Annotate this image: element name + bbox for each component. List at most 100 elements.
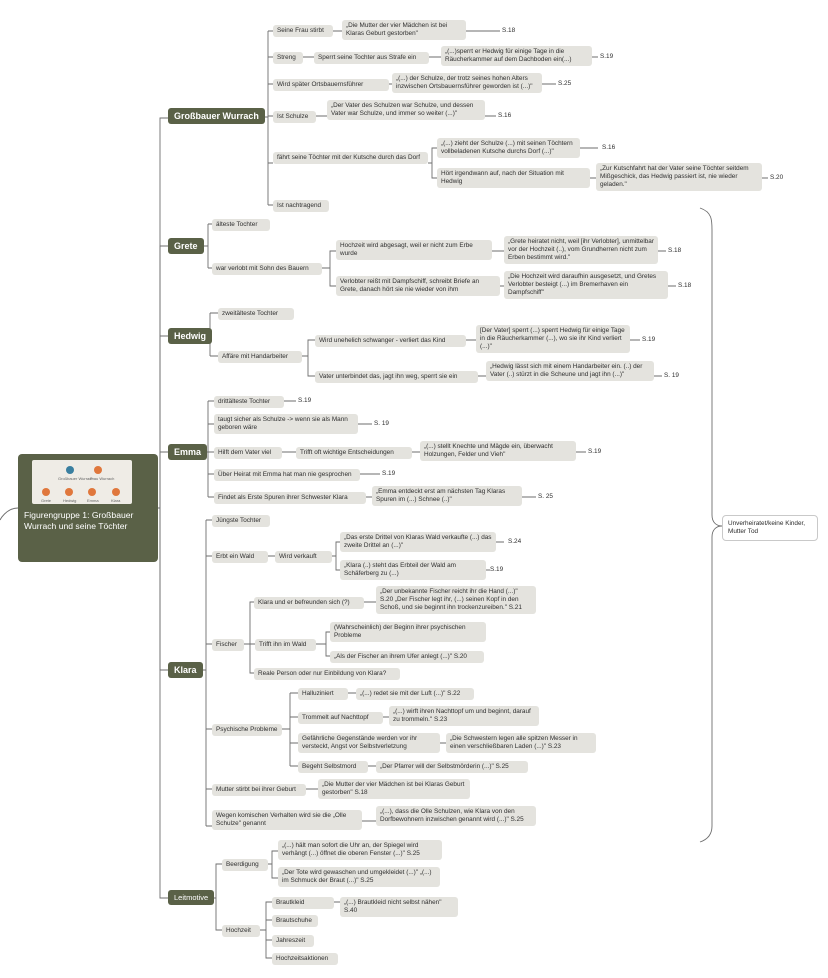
root-node[interactable]: Großbauer Wurrach Frau Wurrach Grete Hed… — [18, 454, 158, 562]
wurrach-nachtragend[interactable]: Ist nachtragend — [273, 200, 329, 212]
wurrach-kutsche-stop-quote[interactable]: „Zur Kutschfahrt hat der Vater seine Töc… — [596, 163, 762, 191]
hedwig-vater-quote[interactable]: „Hedwig lässt sich mit einem Handarbeite… — [486, 361, 654, 381]
wurrach-kutsche-stop[interactable]: Hört irgendwann auf, nach der Situation … — [437, 168, 590, 188]
hedwig-schwanger-quote[interactable]: [Der Vater] sperrt (...) sperrt Hedwig f… — [476, 325, 630, 353]
klara-selbstmord[interactable]: Begeht Selbstmord — [298, 761, 368, 773]
branch-hedwig[interactable]: Hedwig — [168, 328, 213, 344]
branch-grete[interactable]: Grete — [168, 238, 204, 254]
grete-verlobt[interactable]: war verlobt mit Sohn des Bauern — [212, 263, 322, 275]
page-ref: S.16 — [498, 112, 512, 119]
summary-note[interactable]: Unverheiratet/keine Kinder, Mutter Tod — [722, 515, 818, 541]
klara-olle-schulze-quote[interactable]: „(...), dass die Olle Schulzen, wie Klar… — [376, 806, 536, 826]
page-ref: S.18 — [678, 282, 692, 289]
grete-dampfschiff-quote[interactable]: „Die Hochzeit wird daraufhin ausgesetzt,… — [504, 271, 668, 299]
klara-erbt-wald[interactable]: Erbt ein Wald — [212, 551, 268, 563]
page-ref: S.19 — [382, 470, 396, 477]
thumb-label: Klara — [111, 498, 121, 503]
klara-wald-verkauft-quote[interactable]: „Das erste Drittel von Klaras Wald verka… — [340, 532, 496, 552]
klara-trommelt-quote[interactable]: „(...) wirft ihren Nachttopf um und begi… — [389, 706, 539, 726]
klara-halluziniert-quote[interactable]: „(...) redet sie mit der Luft (...)" S.2… — [356, 688, 474, 700]
branch-wurrach[interactable]: Großbauer Wurrach — [168, 108, 265, 124]
leitmotiv-brautkleid-quote[interactable]: „(...) Brautkleid nicht selbst nähen" S.… — [340, 897, 458, 917]
klara-gegenstaende-quote[interactable]: „Die Schwestern legen alle spitzen Messe… — [446, 733, 596, 753]
emma-spuren-quote[interactable]: „Emma entdeckt erst am nächsten Tag Klar… — [372, 486, 522, 506]
klara-olle-schulze[interactable]: Wegen komischen Verhalten wird sie die „… — [212, 810, 362, 830]
klara-trommelt[interactable]: Trommelt auf Nachttopf — [298, 712, 383, 724]
leitmotiv-jahreszeit[interactable]: Jahreszeit — [272, 935, 314, 947]
root-title: Figurengruppe 1: Großbauer Wurrach und s… — [24, 510, 134, 531]
wurrach-schulze[interactable]: Ist Schulze — [273, 111, 316, 123]
hedwig-zweitaelteste[interactable]: zweitälteste Tochter — [218, 308, 294, 320]
leitmotiv-hochzeitsaktionen[interactable]: Hochzeitsaktionen — [272, 953, 338, 965]
leitmotiv-hochzeit[interactable]: Hochzeit — [222, 925, 260, 937]
klara-psychische-probleme[interactable]: Psychische Probleme — [212, 724, 282, 736]
leitmotiv-brautkleid[interactable]: Brautkleid — [272, 897, 334, 909]
klara-fischer[interactable]: Fischer — [212, 639, 244, 651]
klara-trifft-wald[interactable]: Trifft ihn im Wald — [255, 639, 316, 651]
branch-emma[interactable]: Emma — [168, 444, 208, 460]
wurrach-ortsbauernsfuehrer[interactable]: Wird später Ortsbauernsführer — [273, 79, 389, 91]
wurrach-streng[interactable]: Streng — [273, 52, 303, 64]
thumb-label: Emma — [87, 498, 99, 503]
emma-hilft[interactable]: Hilft dem Vater viel — [214, 447, 282, 459]
emma-heirat[interactable]: Über Heirat mit Emma hat man nie gesproc… — [214, 469, 360, 481]
emma-entscheidungen-quote[interactable]: „(...) stellt Knechte und Mägde ein, übe… — [420, 441, 576, 461]
thumb-label: Hedwig — [63, 498, 77, 503]
klara-beginn-probleme[interactable]: (Wahrscheinlich) der Beginn ihrer psychi… — [330, 622, 486, 642]
page-ref: S. 19 — [374, 420, 389, 427]
daughter-avatar-icon — [88, 488, 96, 496]
father-avatar-icon — [66, 466, 74, 474]
grete-hochzeit-abgesagt[interactable]: Hochzeit wird abgesagt, weil er nicht zu… — [336, 240, 492, 260]
klara-selbstmord-quote[interactable]: „Der Pfarrer will der Selbstmörderin (..… — [376, 761, 528, 773]
klara-gegenstaende[interactable]: Gefährliche Gegenstände werden vor ihr v… — [298, 733, 440, 753]
emma-entscheidungen[interactable]: Trifft oft wichtige Entscheidungen — [296, 447, 412, 459]
klara-erbteil-quote[interactable]: „Klara (..) steht das Erbteil der Wald a… — [340, 560, 486, 580]
hedwig-vater-unterbindet[interactable]: Vater unterbindet das, jagt ihn weg, spe… — [315, 371, 478, 383]
wurrach-frau-quote[interactable]: „Die Mutter der vier Mädchen ist bei Kla… — [342, 20, 466, 40]
klara-befreunden-quote[interactable]: „Der unbekannte Fischer reicht ihr die H… — [376, 586, 536, 614]
emma-spuren[interactable]: Findet als Erste Spuren ihrer Schwester … — [214, 492, 366, 504]
daughter-avatar-icon — [112, 488, 120, 496]
leitmotiv-beerdigung-quote2[interactable]: „Der Tote wird gewaschen und umgekleidet… — [278, 867, 440, 887]
emma-schulze[interactable]: taugt sicher als Schulze -> wenn sie als… — [214, 414, 358, 434]
wurrach-sperrt[interactable]: Sperrt seine Tochter aus Strafe ein — [314, 52, 429, 64]
klara-mutter-quote[interactable]: „Die Mutter der vier Mädchen ist bei Kla… — [318, 779, 470, 799]
page-ref: S.18 — [502, 27, 516, 34]
grete-aelteste[interactable]: älteste Tochter — [212, 219, 270, 231]
page-ref: S.19 — [588, 448, 602, 455]
klara-mutter-stirbt[interactable]: Mutter stirbt bei ihrer Geburt — [212, 784, 306, 796]
hedwig-schwanger[interactable]: Wird unehelich schwanger - verliert das … — [315, 335, 466, 347]
emma-drittaelteste[interactable]: drittälteste Tochter — [214, 396, 284, 408]
page-ref: S.25 — [558, 80, 572, 87]
connector-leitmotive — [159, 508, 168, 899]
wurrach-schulze-quote[interactable]: „Der Vater des Schulzen war Schulze, und… — [327, 100, 485, 120]
wurrach-kutsche-quote[interactable]: „(...) zieht der Schulze (...) mit seine… — [437, 138, 580, 158]
family-tree-thumbnail: Großbauer Wurrach Frau Wurrach Grete Hed… — [32, 460, 132, 504]
connector-hedwig — [159, 335, 168, 508]
klara-halluziniert[interactable]: Halluziniert — [298, 688, 348, 700]
klara-befreunden[interactable]: Klara und er befreunden sich (?) — [254, 597, 364, 609]
page-ref: S.19 — [642, 336, 656, 343]
branch-leitmotive[interactable]: Leitmotive — [168, 890, 215, 905]
wurrach-frau-stirbt[interactable]: Seine Frau stirbt — [273, 25, 333, 37]
leitmotiv-beerdigung[interactable]: Beerdigung — [222, 859, 268, 871]
wurrach-sperrt-quote[interactable]: „(...)sperrt er Hedwig für einige Tage i… — [441, 46, 592, 66]
connector-klara — [159, 508, 168, 671]
connector-wurrach — [158, 117, 168, 509]
leitmotiv-brautschuhe[interactable]: Brautschuhe — [272, 915, 318, 927]
page-ref: S.20 — [770, 174, 784, 181]
klara-wald-verkauft[interactable]: Wird verkauft — [275, 551, 332, 563]
leitmotiv-beerdigung-quote1[interactable]: „(...) hält man sofort die Uhr an, der S… — [278, 840, 442, 860]
klara-juengste[interactable]: Jüngste Tochter — [212, 515, 270, 527]
hedwig-affaere[interactable]: Affäre mit Handarbeiter — [218, 351, 302, 363]
klara-fischer-ufer[interactable]: „Als der Fischer an ihrem Ufer anlegt (.… — [330, 651, 484, 663]
klara-reale-person[interactable]: Reale Person oder nur Einbildung von Kla… — [254, 668, 400, 680]
wurrach-kutsche[interactable]: fährt seine Töchter mit der Kutsche durc… — [273, 152, 428, 164]
wurrach-ortsbauer-quote[interactable]: „(...) der Schulze, der trotz seines hoh… — [392, 73, 542, 93]
grete-hochzeit-quote[interactable]: „Grete heiratet nicht, weil [ihr Verlobt… — [504, 236, 658, 264]
daughter-avatar-icon — [65, 488, 73, 496]
page-ref: S.18 — [668, 247, 682, 254]
grete-dampfschiff[interactable]: Verlobter reißt mit Dampfschiff, schreib… — [336, 276, 500, 296]
branch-klara[interactable]: Klara — [168, 662, 203, 678]
